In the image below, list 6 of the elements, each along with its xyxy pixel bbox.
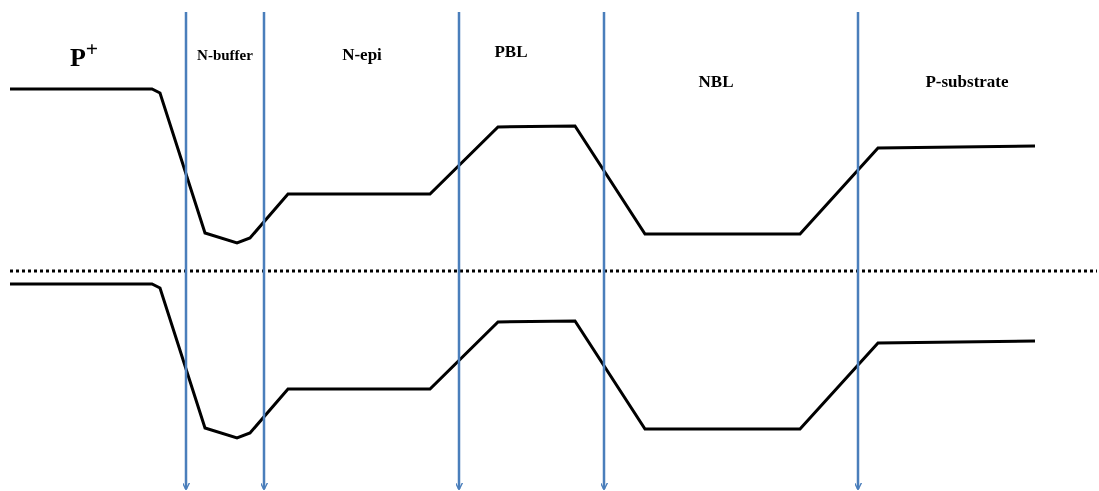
- region-label: N-buffer: [197, 46, 253, 64]
- region-label: N-epi: [342, 45, 382, 65]
- region-label: NBL: [698, 72, 734, 92]
- region-label: P-substrate: [925, 72, 1009, 92]
- region-label: PBL: [494, 42, 528, 62]
- region-label: P$^{+}$: [69, 37, 99, 73]
